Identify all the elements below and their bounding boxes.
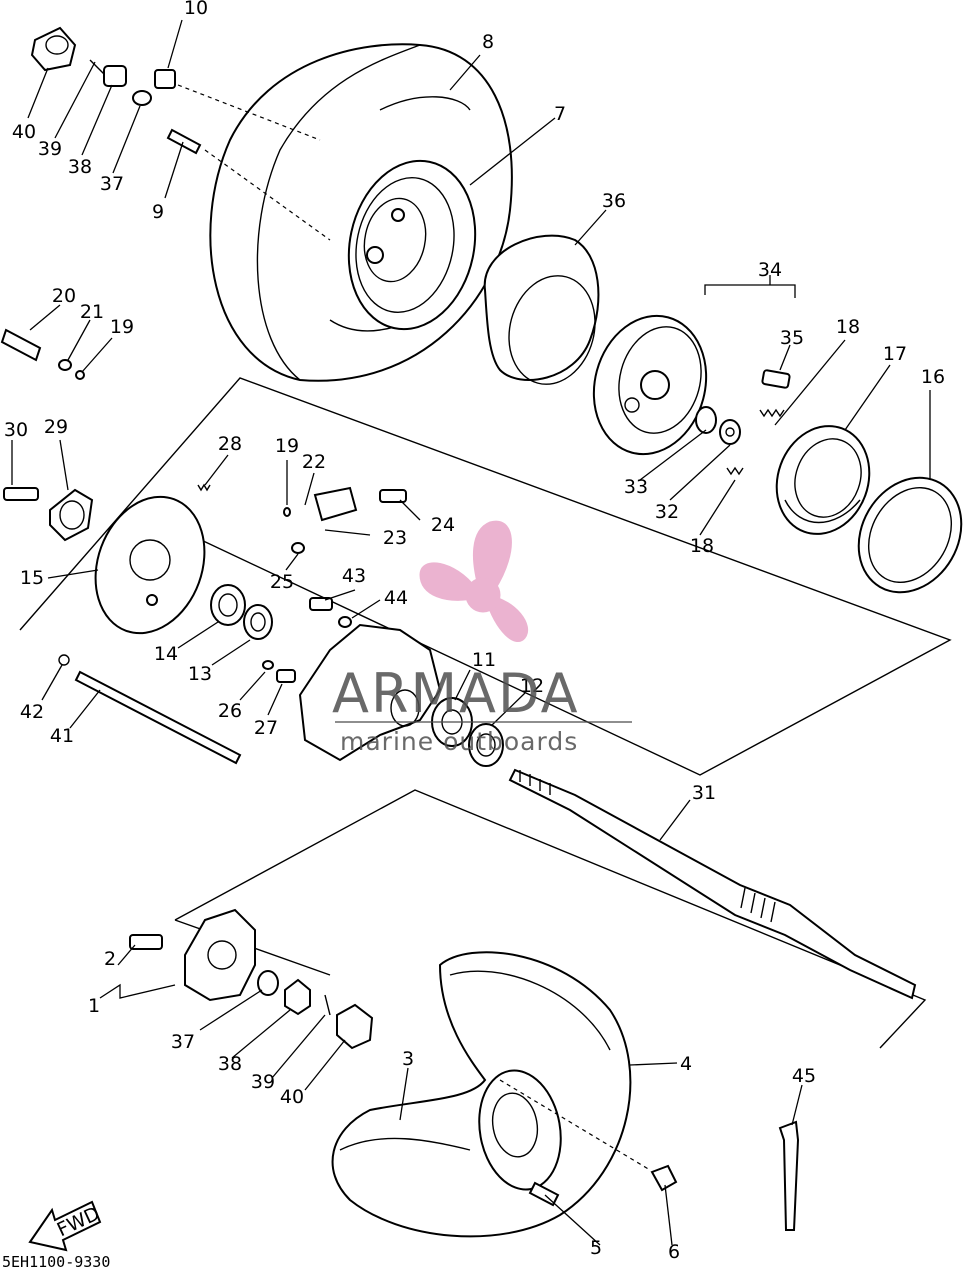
part-label-14: 14 bbox=[154, 643, 178, 665]
part-label-27: 27 bbox=[254, 717, 278, 739]
part-label-42: 42 bbox=[20, 701, 44, 723]
part-label-39: 39 bbox=[251, 1071, 275, 1093]
part-label-6: 6 bbox=[668, 1241, 680, 1263]
part-label-40: 40 bbox=[280, 1086, 304, 1108]
part-label-35: 35 bbox=[780, 327, 804, 349]
part-label-40: 40 bbox=[12, 121, 36, 143]
part-label-22: 22 bbox=[302, 451, 326, 473]
brake-linkage-parts bbox=[197, 483, 407, 554]
part-label-13: 13 bbox=[188, 663, 212, 685]
part-label-29: 29 bbox=[44, 416, 68, 438]
part-label-34: 34 bbox=[758, 259, 782, 281]
propeller-logo-icon bbox=[419, 520, 528, 642]
leader-lines bbox=[11, 19, 931, 1246]
part-label-39: 39 bbox=[38, 138, 62, 160]
watermark-brand: ARMADA bbox=[332, 662, 580, 725]
brake-small-parts bbox=[695, 369, 791, 476]
part-label-18: 18 bbox=[836, 316, 860, 338]
drawing-code: 5EH1100-9330 bbox=[2, 1253, 110, 1271]
part-label-10: 10 bbox=[184, 0, 208, 19]
part-label-30: 30 bbox=[4, 419, 28, 441]
part-label-19: 19 bbox=[275, 435, 299, 457]
brake-panel-assembly bbox=[0, 328, 206, 635]
part-label-36: 36 bbox=[602, 190, 626, 212]
lower-wheel-assembly bbox=[331, 951, 678, 1238]
seal-ring-16 bbox=[857, 476, 963, 594]
part-label-43: 43 bbox=[342, 565, 366, 587]
part-label-41: 41 bbox=[50, 725, 74, 747]
part-label-7: 7 bbox=[554, 103, 566, 125]
part-label-3: 3 bbox=[402, 1048, 414, 1070]
part-label-15: 15 bbox=[20, 567, 44, 589]
part-label-19: 19 bbox=[110, 316, 134, 338]
part-label-21: 21 bbox=[80, 301, 104, 323]
part-label-17: 17 bbox=[883, 343, 907, 365]
part-label-1: 1 bbox=[88, 995, 100, 1017]
part-label-45: 45 bbox=[792, 1065, 816, 1087]
part-label-11: 11 bbox=[472, 649, 496, 671]
brake-drum-34 bbox=[592, 314, 708, 456]
forward-direction-arrow: FWD bbox=[28, 1200, 103, 1252]
part-label-2: 2 bbox=[104, 948, 116, 970]
lower-hub-1 bbox=[129, 908, 374, 1050]
part-label-4: 4 bbox=[680, 1053, 692, 1075]
part-label-38: 38 bbox=[218, 1053, 242, 1075]
part-label-24: 24 bbox=[431, 514, 455, 536]
part-label-31: 31 bbox=[692, 782, 716, 804]
rear-axle-31 bbox=[508, 768, 917, 1000]
cable-tie-45 bbox=[778, 1120, 800, 1231]
collar-36 bbox=[483, 234, 600, 385]
part-label-25: 25 bbox=[270, 571, 294, 593]
part-label-16: 16 bbox=[921, 366, 945, 388]
part-label-8: 8 bbox=[482, 31, 494, 53]
part-label-9: 9 bbox=[152, 201, 164, 223]
part-label-20: 20 bbox=[52, 285, 76, 307]
part-label-38: 38 bbox=[68, 156, 92, 178]
part-label-18: 18 bbox=[690, 535, 714, 557]
brake-shoe-17 bbox=[775, 425, 871, 535]
pin-41 bbox=[58, 654, 242, 765]
upper-hub-small-parts bbox=[30, 26, 331, 241]
watermark-tagline: marine outboards bbox=[340, 727, 578, 756]
part-label-23: 23 bbox=[383, 527, 407, 549]
upper-wheel-rim bbox=[347, 159, 477, 331]
part-label-33: 33 bbox=[624, 476, 648, 498]
part-label-5: 5 bbox=[590, 1237, 602, 1259]
part-label-26: 26 bbox=[218, 700, 242, 722]
armada-watermark: ARMADA marine outboards bbox=[332, 520, 632, 756]
part-label-32: 32 bbox=[655, 501, 679, 523]
part-label-37: 37 bbox=[171, 1031, 195, 1053]
part-label-37: 37 bbox=[100, 173, 124, 195]
part-label-28: 28 bbox=[218, 433, 242, 455]
part-label-12: 12 bbox=[520, 675, 544, 697]
part-label-44: 44 bbox=[384, 587, 408, 609]
axle-housing-assembly bbox=[210, 584, 504, 767]
